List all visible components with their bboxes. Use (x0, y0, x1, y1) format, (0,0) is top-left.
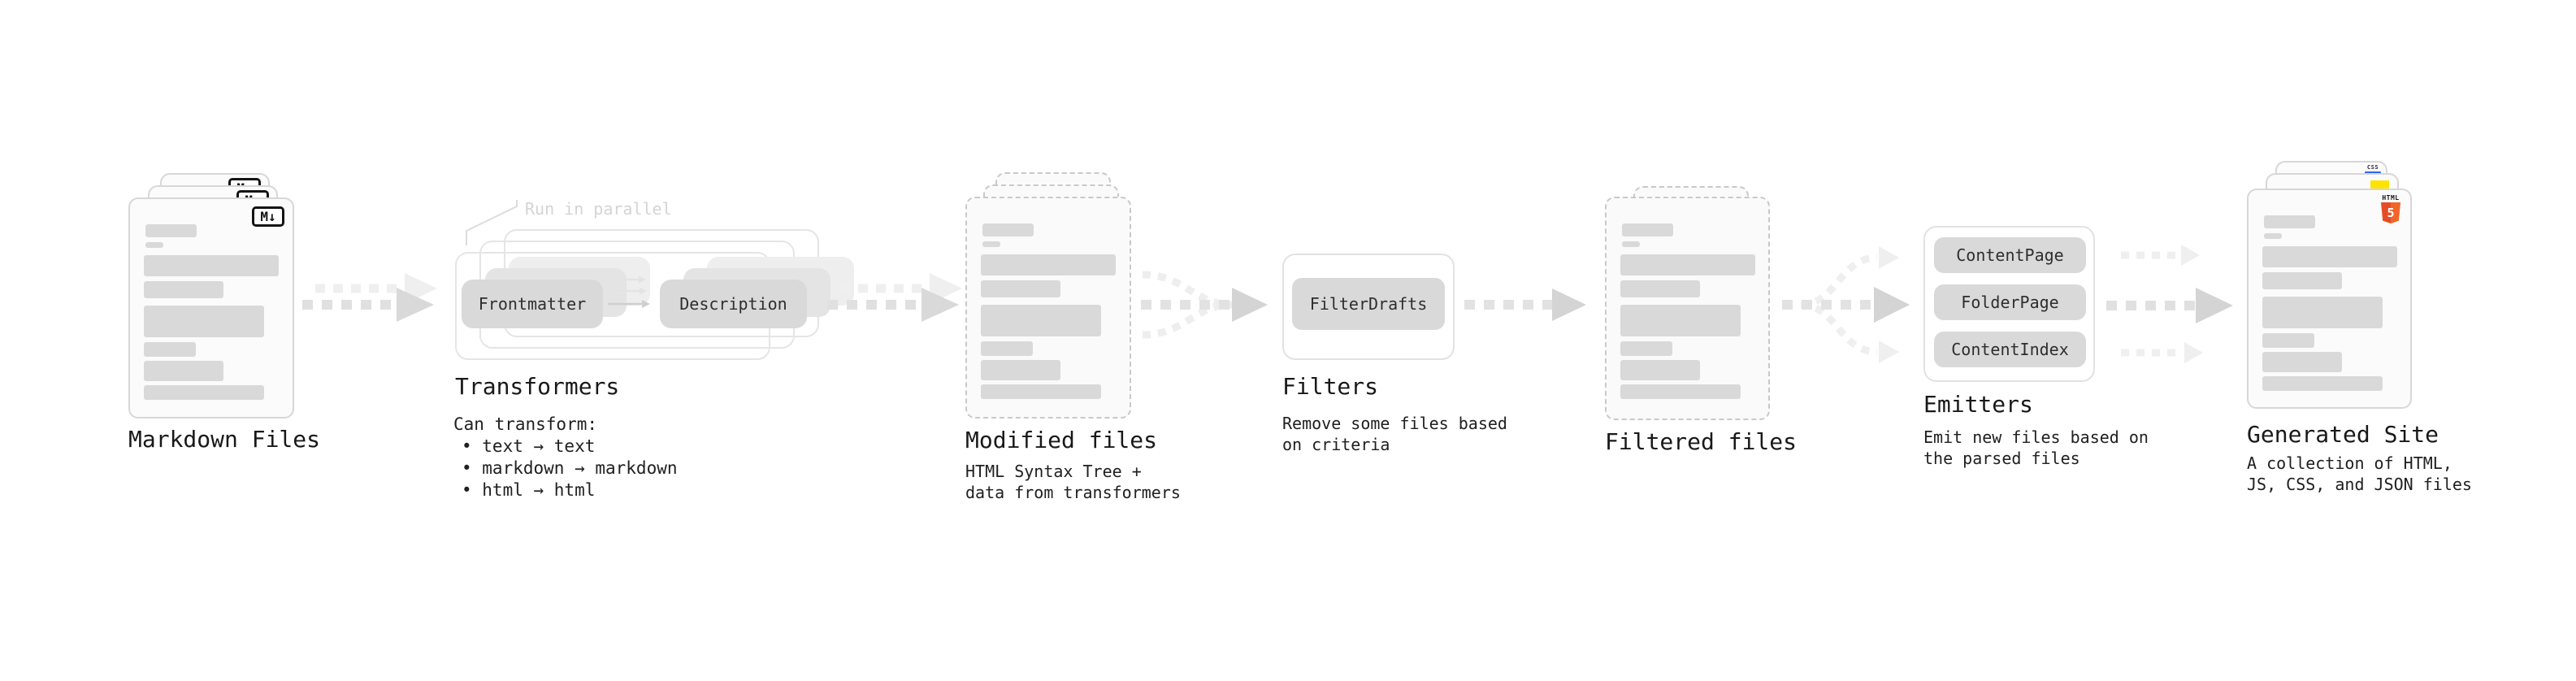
filters-description: Remove some files based on criteria (1282, 413, 1507, 455)
modified-files-description: HTML Syntax Tree + data from transformer… (965, 461, 1181, 503)
arrow-filters-to-filtered-icon (1464, 288, 1586, 321)
pill-flow-arrows-icon (608, 275, 650, 308)
arrow-markdown-to-transformers-icon (302, 273, 437, 322)
placeholder-bar (2262, 297, 2383, 328)
description-line: the parsed files (1923, 449, 2080, 468)
description-line: on criteria (1282, 435, 1390, 454)
description-line: HTML Syntax Tree + (965, 462, 1142, 481)
html5-word: HTML (2382, 194, 2400, 202)
placeholder-bar (981, 254, 1116, 275)
frontmatter-pill: Frontmatter (462, 280, 603, 328)
placeholder-bar (145, 242, 163, 248)
stage-label-modified-files: Modified files (965, 427, 1158, 453)
placeholder-bar (1620, 254, 1755, 275)
placeholder-bar (2262, 352, 2342, 372)
stage-label-transformers: Transformers (455, 373, 620, 400)
description-line: JS, CSS, and JSON files (2247, 475, 2472, 494)
arrow-modified-to-filters-icon (1141, 271, 1268, 339)
placeholder-bar (1620, 341, 1672, 356)
placeholder-bar (2262, 246, 2397, 267)
stage-label-generated-site: Generated Site (2247, 421, 2439, 448)
placeholder-bar (2262, 272, 2342, 289)
callout-line-icon (466, 200, 518, 245)
description-line: A collection of HTML, (2247, 453, 2452, 473)
placeholder-bar (981, 341, 1033, 356)
placeholder-bar (981, 305, 1101, 336)
placeholder-bar (144, 385, 264, 400)
stage-label-filtered-files: Filtered files (1605, 428, 1798, 455)
description-line: Emit new files based on (1923, 427, 2149, 447)
generated-site-description: A collection of HTML, JS, CSS, and JSON … (2247, 453, 2472, 495)
arrow-filtered-to-emitters-icon (1782, 246, 1910, 363)
placeholder-bar (144, 342, 196, 357)
html5-number: 5 (2387, 206, 2395, 220)
filtered-file-card-front (1605, 197, 1770, 420)
contentindex-pill: ContentIndex (1934, 332, 2086, 367)
placeholder-bar (2262, 376, 2383, 391)
stage-label-markdown-files: Markdown Files (128, 426, 321, 453)
description-line: • markdown → markdown (462, 458, 678, 478)
generated-html-card: HTML 5 (2247, 189, 2412, 409)
placeholder-bar (1622, 241, 1640, 247)
placeholder-bar (1620, 280, 1700, 297)
description-line: data from transformers (965, 483, 1181, 502)
contentpage-pill: ContentPage (1934, 237, 2086, 273)
folderpage-pill: FolderPage (1934, 284, 2086, 320)
modified-file-card-front (965, 197, 1131, 419)
placeholder-bar (982, 223, 1034, 236)
markdown-file-card-front: M↓ (128, 197, 294, 419)
run-in-parallel-note: Run in parallel (525, 199, 672, 219)
arrow-transformers-to-modified-icon (827, 273, 962, 322)
arrow-emitters-to-generated-icon (2106, 245, 2233, 363)
description-line: Can transform: (453, 414, 598, 434)
placeholder-bar (1622, 223, 1673, 236)
placeholder-bar (981, 360, 1060, 380)
placeholder-bar (144, 255, 279, 276)
placeholder-bar (145, 224, 197, 237)
placeholder-bar (2264, 215, 2315, 228)
placeholder-bar (144, 306, 264, 337)
placeholder-bar (981, 384, 1101, 399)
emitters-description: Emit new files based on the parsed files (1923, 427, 2149, 469)
placeholder-bar (2262, 333, 2314, 348)
placeholder-bar (144, 361, 223, 381)
description-line: • text → text (462, 436, 596, 456)
markdown-icon: M↓ (252, 206, 284, 227)
placeholder-bar (144, 281, 223, 298)
placeholder-bar (981, 280, 1060, 297)
placeholder-bar (2264, 233, 2282, 239)
placeholder-bar (1620, 305, 1741, 336)
html5-shield: 5 (2381, 202, 2400, 223)
css-label: CSS (2366, 164, 2379, 171)
description-pill: Description (660, 280, 807, 328)
filterdrafts-pill: FilterDrafts (1292, 278, 1445, 330)
placeholder-bar (1620, 384, 1741, 399)
description-line: • html → html (462, 480, 596, 500)
html5-file-icon: HTML 5 (2381, 194, 2400, 223)
placeholder-bar (1620, 360, 1700, 380)
stage-label-emitters: Emitters (1923, 391, 2033, 418)
placeholder-bar (982, 241, 1000, 247)
stage-label-filters: Filters (1282, 373, 1379, 400)
description-line: Remove some files based (1282, 414, 1507, 433)
transformers-description: Can transform: • text → text • markdown … (453, 414, 678, 501)
